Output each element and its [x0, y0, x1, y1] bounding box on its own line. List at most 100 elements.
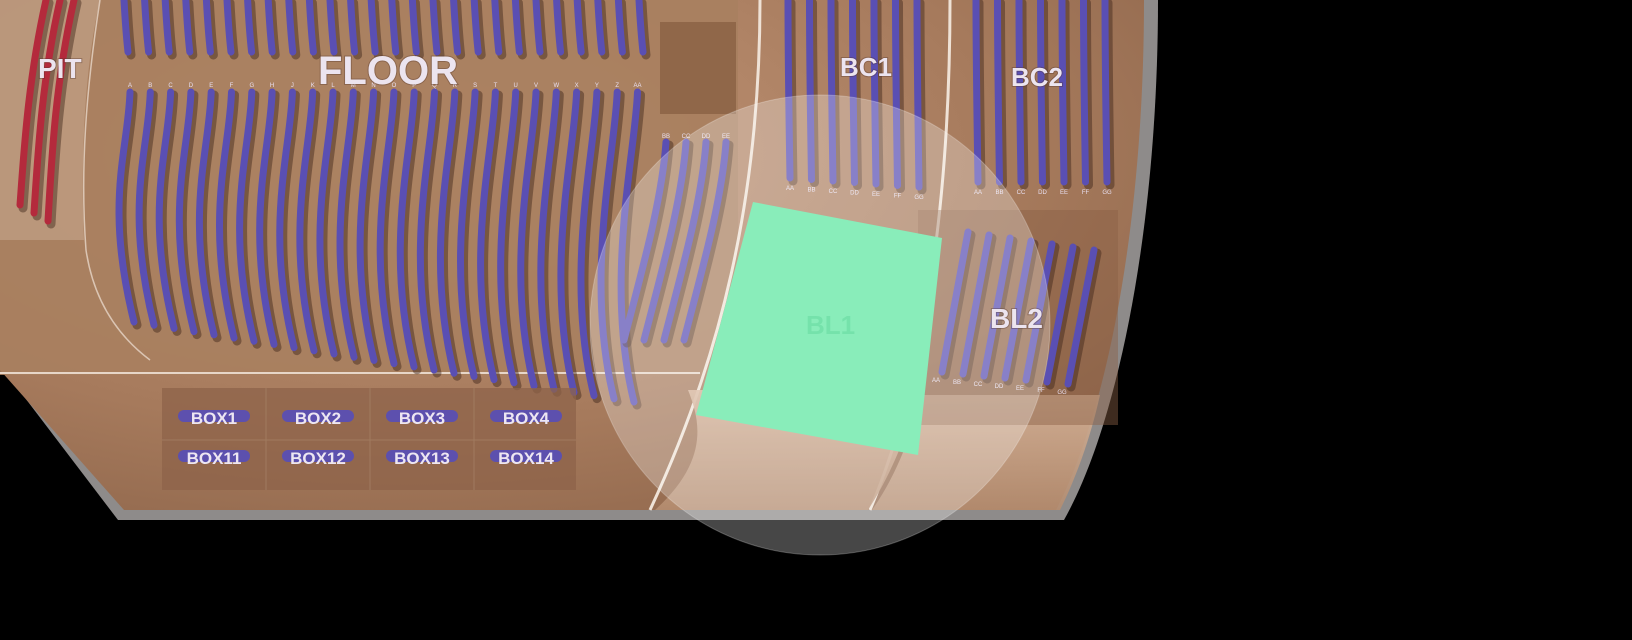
bl2-row[interactable]	[1064, 246, 1098, 388]
floor-row[interactable]	[256, 88, 278, 348]
bl2-row[interactable]	[1043, 243, 1077, 386]
section-label-pit[interactable]: PIT	[37, 52, 83, 85]
floor-row[interactable]	[296, 88, 318, 355]
floor-top-row[interactable]	[367, 0, 379, 56]
floor-top-row[interactable]	[202, 0, 214, 56]
floor-top-row[interactable]	[161, 0, 173, 56]
bc1-row[interactable]	[913, 0, 923, 191]
bl2-row[interactable]	[959, 231, 993, 378]
bc1-row[interactable]	[784, 0, 794, 182]
box-label-box14[interactable]: BOX14	[498, 449, 554, 468]
floor-row[interactable]	[175, 88, 198, 336]
bc1-row[interactable]	[806, 0, 815, 183]
floor-top-row[interactable]	[388, 0, 400, 56]
bc2-row[interactable]	[972, 0, 982, 186]
row-letter: FF	[894, 194, 902, 200]
bl2-row[interactable]	[980, 234, 1014, 380]
floor-top-row[interactable]	[532, 0, 544, 56]
floor-row[interactable]	[477, 88, 499, 384]
floor-top-row[interactable]	[408, 0, 420, 56]
floor-top-row[interactable]	[305, 0, 317, 56]
bc2-row[interactable]	[1080, 0, 1089, 186]
floor-top-row[interactable]	[264, 0, 276, 56]
box-label-box3[interactable]: BOX3	[399, 409, 445, 428]
floor-row[interactable]	[135, 88, 158, 329]
floor-top-row[interactable]	[553, 0, 565, 56]
floor-row[interactable]	[497, 88, 520, 387]
bl2-row[interactable]	[938, 228, 972, 376]
floor-top-row[interactable]	[573, 0, 585, 56]
bc2-row[interactable]	[1058, 0, 1068, 186]
bc2-row[interactable]	[994, 0, 1003, 186]
pit-row[interactable]	[44, 0, 78, 225]
section-label-floor[interactable]: FLOOR	[317, 48, 459, 94]
floor-top-row[interactable]	[120, 0, 132, 56]
bc1-row[interactable]	[870, 0, 880, 188]
floor-row[interactable]	[617, 88, 641, 406]
pit-row[interactable]	[16, 0, 50, 209]
section-label-bl2[interactable]: BL2	[989, 302, 1044, 335]
floor-row[interactable]	[436, 88, 459, 377]
floor-top-row[interactable]	[635, 0, 647, 56]
bc1-row[interactable]	[827, 0, 837, 185]
bc2-row[interactable]	[1101, 0, 1111, 186]
floor-extra-row[interactable]	[680, 138, 730, 344]
box-label-box4[interactable]: BOX4	[503, 409, 550, 428]
box-label-box11[interactable]: BOX11	[187, 449, 242, 468]
floor-row[interactable]	[356, 88, 378, 364]
floor-row[interactable]	[336, 88, 358, 361]
section-label-bl1[interactable]: BL1	[806, 310, 855, 340]
floor-row[interactable]	[215, 88, 238, 342]
bl1-highlight[interactable]	[696, 202, 942, 455]
floor-row[interactable]	[517, 88, 540, 390]
floor-top-row[interactable]	[511, 0, 523, 56]
floor-row[interactable]	[115, 88, 138, 326]
floor-extra-row[interactable]	[660, 138, 710, 344]
row-letter: AA	[974, 190, 982, 196]
floor-row[interactable]	[457, 88, 479, 380]
floor-row[interactable]	[416, 88, 438, 374]
floor-top-row[interactable]	[470, 0, 482, 56]
box-label-box1[interactable]: BOX1	[191, 409, 237, 428]
floor-row[interactable]	[597, 88, 621, 403]
bl2-row[interactable]	[1001, 237, 1035, 382]
floor-top-row[interactable]	[347, 0, 359, 56]
floor-extra-row[interactable]	[620, 138, 670, 344]
section-label-bc1[interactable]: BC1	[839, 51, 893, 83]
floor-row[interactable]	[557, 88, 581, 396]
floor-row[interactable]	[155, 88, 178, 332]
bc2-row[interactable]	[1015, 0, 1025, 186]
box-label-box2[interactable]: BOX2	[295, 409, 341, 428]
floor-row[interactable]	[396, 88, 418, 371]
floor-row[interactable]	[376, 88, 398, 368]
bc1-row[interactable]	[892, 0, 901, 189]
floor-top-row[interactable]	[182, 0, 194, 56]
floor-top-row[interactable]	[141, 0, 153, 56]
floor-top-row[interactable]	[450, 0, 462, 56]
row-letter: C	[168, 83, 173, 89]
floor-top-row[interactable]	[223, 0, 235, 56]
floor-row[interactable]	[276, 88, 298, 352]
floor-top-row[interactable]	[429, 0, 441, 56]
row-letter: M	[351, 83, 356, 89]
floor-row[interactable]	[577, 88, 601, 400]
box-label-box12[interactable]: BOX12	[290, 449, 346, 468]
floor-extra-row[interactable]	[640, 138, 690, 344]
box-label-box13[interactable]: BOX13	[394, 449, 450, 468]
floor-row[interactable]	[316, 88, 338, 358]
floor-row[interactable]	[537, 88, 560, 393]
pit-row[interactable]	[30, 0, 64, 217]
row-letter: BB	[662, 134, 670, 140]
floor-top-row[interactable]	[614, 0, 626, 56]
floor-top-row[interactable]	[285, 0, 297, 56]
floor-top-row[interactable]	[326, 0, 338, 56]
bc2-row[interactable]	[1037, 0, 1046, 186]
section-label-bc2[interactable]: BC2	[1010, 61, 1064, 93]
floor-top-row[interactable]	[244, 0, 256, 56]
floor-row[interactable]	[195, 88, 218, 339]
bl2-row[interactable]	[1022, 240, 1056, 384]
floor-top-row[interactable]	[594, 0, 606, 56]
floor-top-row[interactable]	[491, 0, 503, 56]
floor-row[interactable]	[236, 88, 258, 345]
bc1-row[interactable]	[849, 0, 858, 186]
